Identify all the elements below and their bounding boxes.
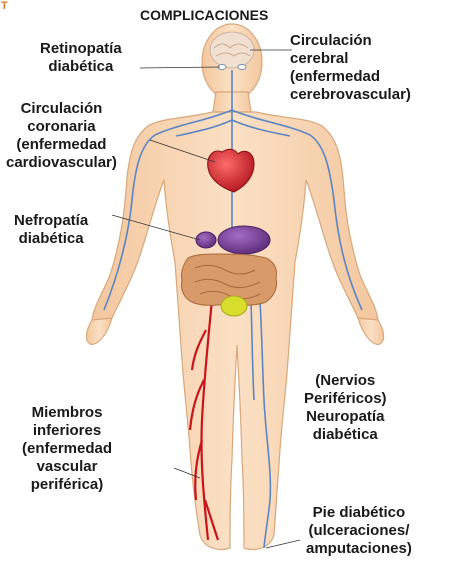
arteries-leg [188, 299, 220, 541]
liver-organ [195, 231, 217, 249]
intestines [181, 253, 277, 306]
diagram-title: COMPLICACIONES [140, 7, 269, 23]
pointer-lines [111, 49, 301, 549]
heart [207, 148, 255, 193]
label-retinopatia: Retinopatía diabética [40, 40, 122, 75]
corner-mark: T [1, 0, 8, 12]
bladder [220, 295, 248, 317]
eye-right [237, 64, 247, 70]
label-miembros-inferiores: Miembros inferiores (enfermedad vascular… [22, 404, 113, 493]
brain [209, 31, 255, 69]
label-nefropatia: Nefropatía diabética [14, 212, 89, 247]
label-circulacion-cerebral: Circulación cerebral (enfermedad cerebro… [290, 32, 411, 103]
kidney-organ [217, 225, 271, 255]
label-circulacion-coronaria: Circulación coronaria (enfermedad cardio… [6, 100, 117, 171]
label-pie-diabetico: Pie diabético (ulceraciones/ amputacione… [306, 504, 412, 557]
label-neuropatia: (Nervios Periféricos) Neuropatía diabéti… [304, 372, 387, 443]
